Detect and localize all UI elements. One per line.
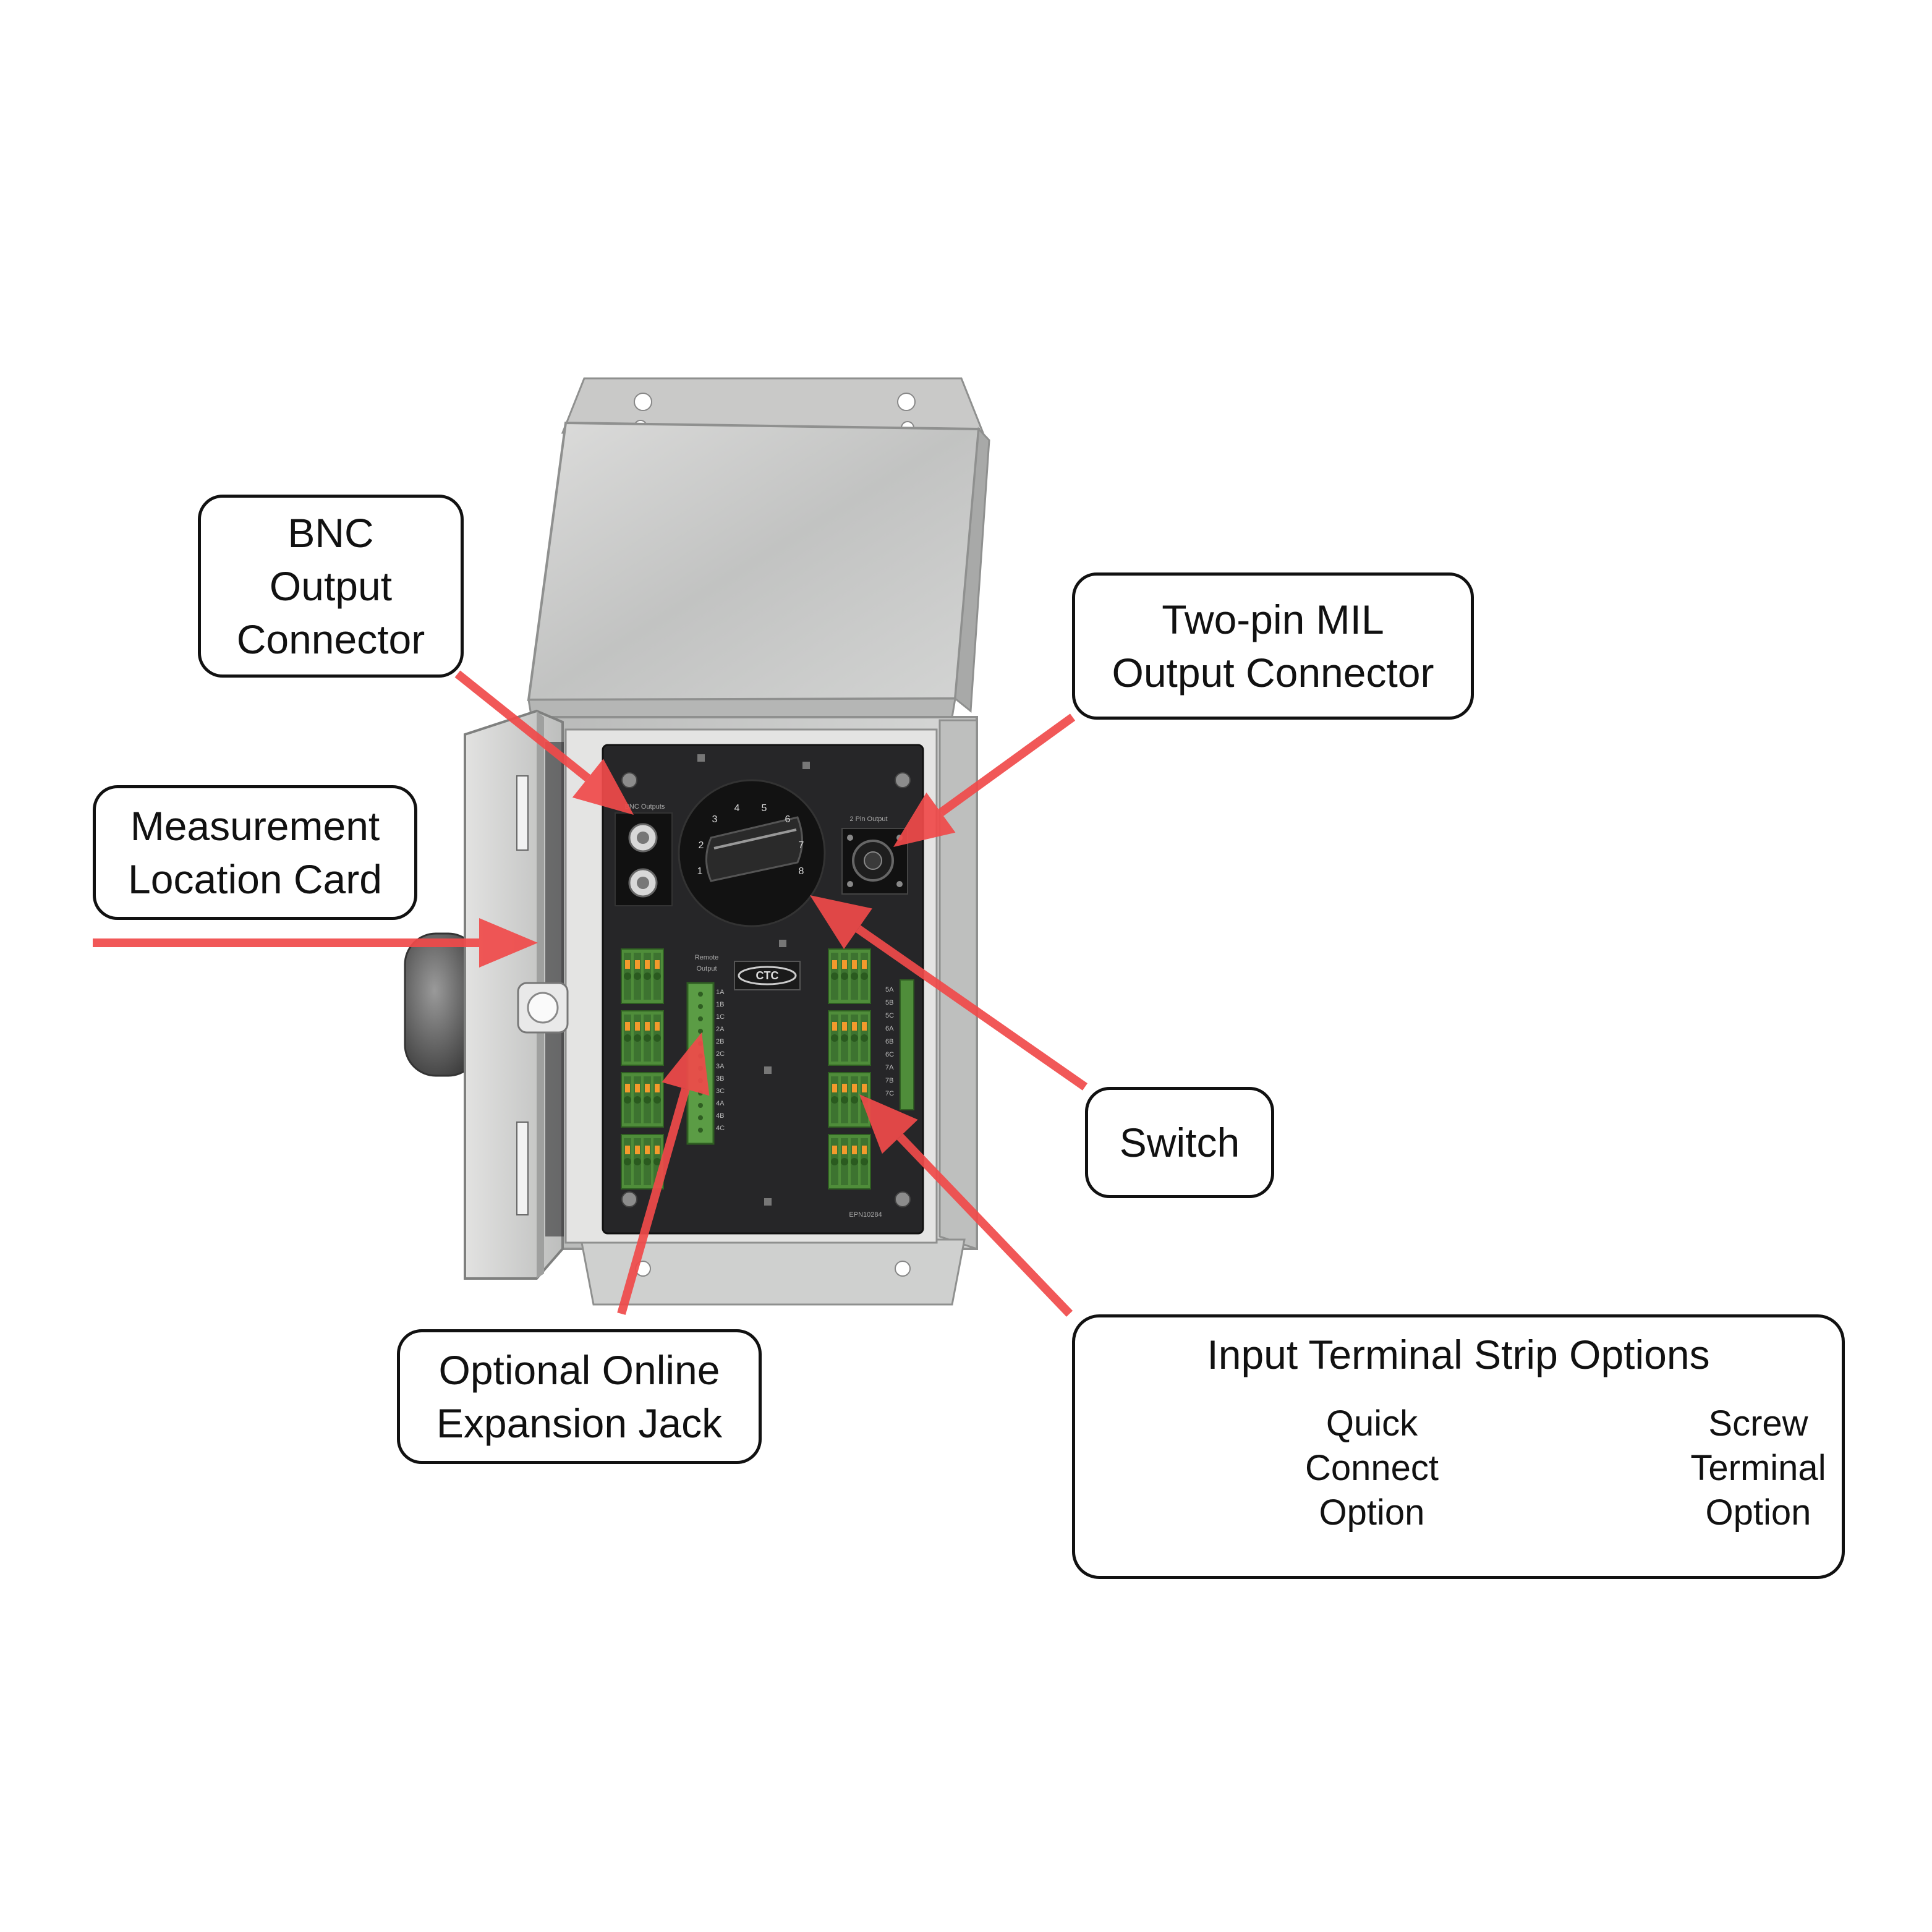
screw-terminal-label: Screw Terminal Option [1690,1403,1826,1533]
channel-label: 5B [885,999,893,1006]
channel-label: 5A [885,986,894,994]
terminal-block [828,948,871,1004]
jack-pin [698,1004,703,1009]
rotary-position-label: 2 [699,840,704,851]
channel-label: 1B [716,1001,724,1008]
pointer-arrow [893,713,1076,847]
jack-pin [698,1016,703,1021]
callout-line: Switch [1119,1120,1240,1165]
pointer-arrow [859,1094,1073,1317]
quick-connect-label: Quick Connect Option [1304,1403,1439,1533]
channel-label: 6A [885,1025,894,1032]
door-latch [517,982,569,1034]
panel-standoffs [697,754,810,1206]
rain-hood [527,421,981,702]
rotary-position-label: 1 [697,866,703,877]
channel-label: 2B [716,1038,724,1045]
channel-label: 1A [716,989,725,996]
terminal-block [621,1010,664,1066]
switch-callout: Switch [1085,1087,1274,1198]
pointer-arrows [93,670,1088,1317]
rotary-position-labels: 1 2 3 4 5 6 7 8 [697,803,804,877]
jack-pin [698,1128,703,1133]
jack-pin [698,1115,703,1120]
left-channel-labels: 1A 1B 1C 2A 2B 2C 3A 3B 3C 4A 4B 4C [716,989,725,1132]
terminal-block [621,948,664,1004]
callout-line: Measurement [130,803,380,849]
rotary-position-label: 5 [762,803,767,814]
bnc-output-connector [628,823,658,898]
jack-pin [698,1103,703,1108]
callout-line: Location Card [128,856,382,902]
logo-oval [738,966,797,985]
terminal-block [828,1134,871,1189]
channel-label: 2C [716,1050,725,1058]
callout-line: Output Connector [1112,650,1434,696]
mil-output-header: 2 Pin Output [849,815,887,823]
callout-line: Optional Online [438,1347,720,1393]
mounting-hole [895,1261,911,1277]
bnc-output-connector-callout: BNC Output Connector [198,495,464,678]
jack-pin [698,1029,703,1034]
remote-output-header-2: Output [696,965,717,972]
expansion-jack-callout: Optional Online Expansion Jack [397,1329,762,1464]
corner-screws [621,772,911,1207]
channel-label: 7C [885,1090,894,1097]
channel-label: 4C [716,1125,725,1132]
channel-label: 6B [885,1038,893,1045]
enclosure-right-side [938,719,978,1251]
callout-line: BNC [287,510,374,556]
pointer-arrow [454,670,634,815]
right-channel-labels: 5A 5B 5C 6A 6B 6C 7A 7B 7C [885,986,894,1097]
bnc-outputs-header: BNC Outputs [625,803,665,811]
remote-output-header-1: Remote [695,954,719,961]
rain-hood-front-lip [527,697,956,720]
pointer-arrow [617,1032,710,1315]
door-hinge-bottom [516,1121,529,1215]
rain-hood-side [954,427,990,713]
mounting-hole [634,393,652,411]
rotary-position-label: 6 [785,814,791,825]
pointer-arrow [810,895,1088,1091]
terminal-block [621,1072,664,1128]
callout-line: Output [269,563,393,609]
channel-label: 5C [885,1012,894,1019]
rotary-position-label: 4 [734,803,740,814]
channel-label: 3B [716,1075,724,1083]
mil-output-connector-callout: Two-pin MIL Output Connector [1072,572,1474,720]
door-hinge-top [516,775,529,851]
measurement-location-card-callout: Measurement Location Card [93,785,417,920]
channel-label: 3A [716,1063,725,1070]
pointer-arrow [93,918,538,968]
mounting-hole [897,393,916,411]
channel-label: 7A [885,1064,894,1071]
callout-line: Connector [236,616,425,662]
channel-label: 7B [885,1077,893,1084]
callout-line: Two-pin MIL [1162,597,1384,642]
rotary-switch [678,779,826,927]
rotary-position-label: 8 [799,866,804,877]
terminal-block [828,1010,871,1066]
panel-title: Input Terminal Strip Options [1207,1332,1710,1377]
right-terminal-strip [900,979,914,1110]
jack-pin [698,992,703,997]
channel-label: 4B [716,1112,724,1120]
rotary-position-label: 3 [712,814,718,825]
channel-label: 3C [716,1087,725,1095]
callout-line: Expansion Jack [436,1400,723,1446]
part-number: EPN10284 [849,1211,882,1219]
left-input-terminal-blocks [621,948,664,1189]
channel-label: 1C [716,1013,725,1021]
ctc-logo: CTC [756,969,779,982]
input-terminal-strip-options-panel: Input Terminal Strip Options Quick Conne… [1072,1314,1845,1579]
channel-label: 4A [716,1100,725,1107]
rotary-position-label: 7 [799,840,804,851]
channel-label: 6C [885,1051,894,1058]
mil-output-connector [847,835,903,887]
channel-label: 2A [716,1026,725,1033]
